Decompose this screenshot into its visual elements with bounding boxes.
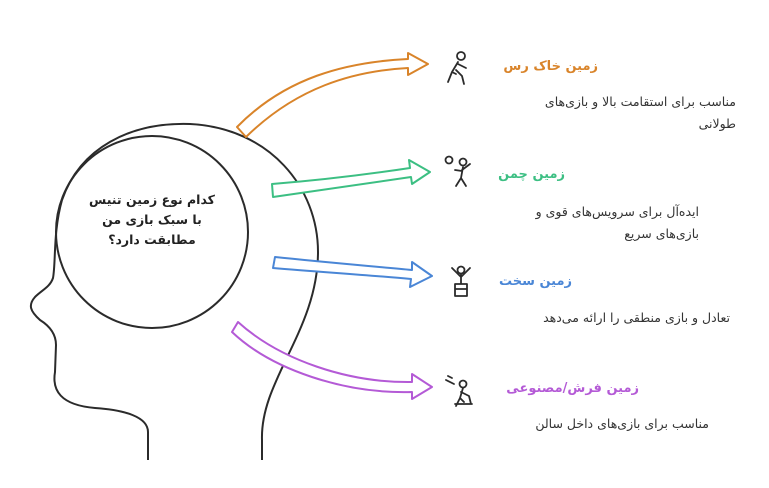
question-circle — [55, 135, 249, 329]
arrow-carpet — [231, 321, 433, 400]
option-desc-grass-line-1: ایده‌آل برای سرویس‌های قوی و — [535, 204, 699, 219]
option-title-clay: زمین خاک رس — [503, 59, 598, 74]
option-desc-hard: تعادل و بازی منطقی را ارائه می‌دهد — [543, 307, 730, 329]
head-outline — [29, 122, 319, 460]
central-question: کدام نوع زمین تنیس با سبک بازی من مطابقت… — [64, 190, 240, 250]
option-desc-grass-line-2: بازی‌های سریع — [624, 226, 699, 241]
serving-player-icon — [444, 155, 471, 187]
option-desc-clay-line-1: مناسب برای استقامت بالا و بازی‌های — [544, 94, 736, 109]
option-desc-clay: مناسب برای استقامت بالا و بازی‌های طولان… — [545, 91, 736, 135]
balanced-player-icon — [451, 265, 471, 297]
option-desc-hard-line-1: تعادل و بازی منطقی را ارائه می‌دهد — [543, 310, 730, 325]
arrow-clay — [236, 52, 429, 138]
arrow-grass — [271, 159, 431, 198]
option-title-carpet: زمین فرش/مصنوعی — [506, 381, 639, 396]
arrow-hard — [272, 256, 433, 288]
indoor-player-icon — [445, 375, 473, 407]
option-desc-clay-line-2: طولانی — [698, 116, 736, 131]
question-line-2: با سبک بازی من — [102, 212, 202, 227]
option-title-grass: زمین چمن — [498, 167, 565, 182]
option-desc-carpet: مناسب برای بازی‌های داخل سالن — [535, 413, 709, 435]
question-line-1: کدام نوع زمین تنیس — [89, 192, 215, 207]
option-desc-grass: ایده‌آل برای سرویس‌های قوی و بازی‌های سر… — [536, 201, 699, 245]
option-title-hard: زمین سخت — [499, 274, 572, 289]
option-desc-carpet-line-1: مناسب برای بازی‌های داخل سالن — [535, 416, 709, 431]
runner-icon — [447, 51, 467, 85]
question-line-3: مطابقت دارد؟ — [108, 232, 196, 247]
